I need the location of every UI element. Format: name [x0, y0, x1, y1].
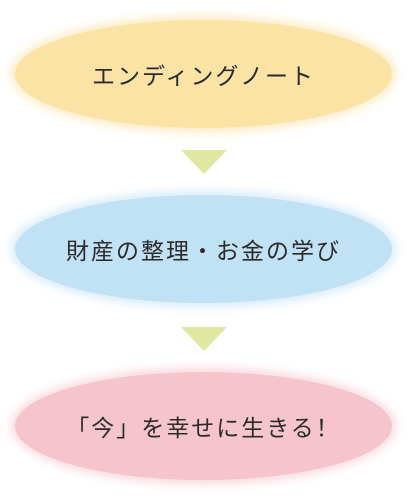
flow-step-label: 「今」を幸せに生きる！ — [66, 416, 341, 442]
down-arrow-icon — [181, 327, 227, 351]
flow-step-asset-organization: 財産の整理・お金の学び — [15, 195, 392, 303]
down-arrow-icon — [181, 150, 227, 174]
flow-step-live-happily: 「今」を幸せに生きる！ — [15, 372, 392, 480]
flow-step-label: 財産の整理・お金の学び — [66, 239, 341, 265]
flow-step-ending-note: エンディングノート — [15, 20, 392, 128]
flow-step-label: エンディングノート — [92, 64, 315, 90]
